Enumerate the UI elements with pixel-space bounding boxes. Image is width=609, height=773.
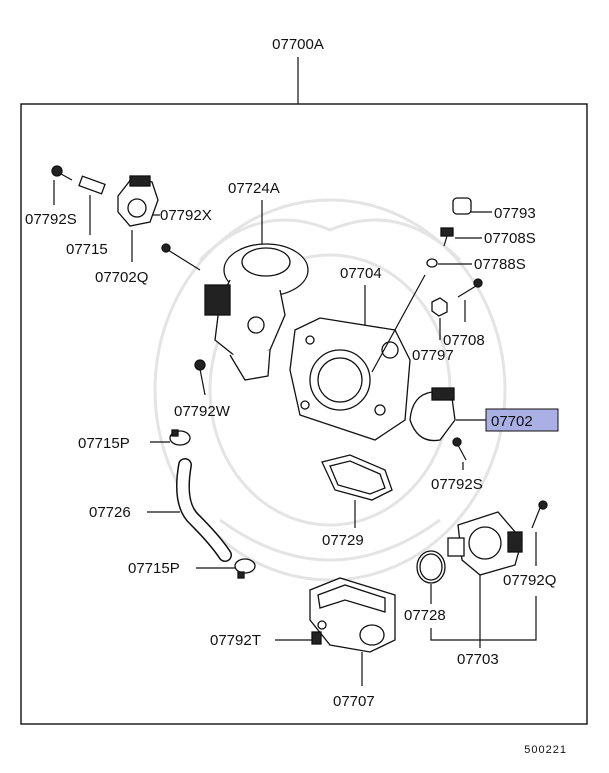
label-07702q[interactable]: 07702Q (95, 269, 148, 286)
label-07703[interactable]: 07703 (457, 651, 499, 668)
bolt-07792x[interactable] (161, 243, 201, 271)
gasket-07729[interactable] (321, 454, 393, 501)
sensor-07702q[interactable] (117, 175, 159, 227)
label-07792s-top[interactable]: 07792S (25, 211, 77, 228)
nut-07797[interactable] (431, 297, 448, 317)
label-07704[interactable]: 07704 (340, 265, 382, 282)
label-07726[interactable]: 07726 (89, 504, 131, 521)
sensor-07702[interactable] (409, 387, 456, 442)
diagram-code: 500221 (524, 744, 567, 756)
highlight-box-07702[interactable] (485, 408, 559, 432)
housing-07707[interactable] (309, 577, 396, 653)
screw-07792t[interactable] (311, 631, 322, 645)
label-07715[interactable]: 07715 (66, 241, 108, 258)
bolt-07792s-top[interactable] (51, 165, 73, 181)
hose-07726[interactable] (176, 458, 232, 562)
label-07728[interactable]: 07728 (404, 607, 446, 624)
label-07715p-bottom[interactable]: 07715P (128, 560, 180, 577)
motor-07703[interactable] (447, 511, 523, 576)
assembly-label[interactable]: 07700A (272, 36, 324, 53)
label-07792s-right[interactable]: 07792S (431, 476, 483, 493)
oring-07728[interactable] (416, 550, 446, 584)
label-07702[interactable]: 07702 (491, 413, 533, 430)
bolt-07708[interactable] (457, 278, 483, 298)
label-07792t[interactable]: 07792T (210, 632, 261, 649)
bolt-07792q[interactable] (531, 500, 548, 529)
label-07729[interactable]: 07729 (322, 532, 364, 549)
cap-07793[interactable] (452, 197, 472, 215)
screw-07708s[interactable] (440, 227, 454, 247)
label-07715p-top[interactable]: 07715P (78, 435, 130, 452)
label-07797[interactable]: 07797 (412, 347, 454, 364)
label-07707[interactable]: 07707 (333, 693, 375, 710)
label-07792q[interactable]: 07792Q (503, 572, 556, 589)
bolt-07792s-right[interactable] (452, 437, 467, 461)
actuator-07724a[interactable] (204, 243, 309, 381)
label-07724a[interactable]: 07724A (228, 180, 280, 197)
diagram-frame (20, 103, 588, 725)
label-07792w[interactable]: 07792W (174, 403, 231, 420)
label-07793[interactable]: 07793 (494, 205, 536, 222)
label-07792x[interactable]: 07792X (160, 207, 212, 224)
bolt-07792w[interactable] (194, 359, 206, 396)
throttle-body-07704[interactable] (289, 317, 411, 441)
seal-07715[interactable] (78, 175, 106, 195)
label-07788s[interactable]: 07788S (474, 256, 526, 273)
clamp-07715p-bottom[interactable] (234, 558, 256, 579)
label-07708s[interactable]: 07708S (484, 230, 536, 247)
clamp-07715p-top[interactable] (169, 429, 191, 446)
label-07708[interactable]: 07708 (443, 332, 485, 349)
oring-07788s[interactable] (426, 258, 438, 268)
